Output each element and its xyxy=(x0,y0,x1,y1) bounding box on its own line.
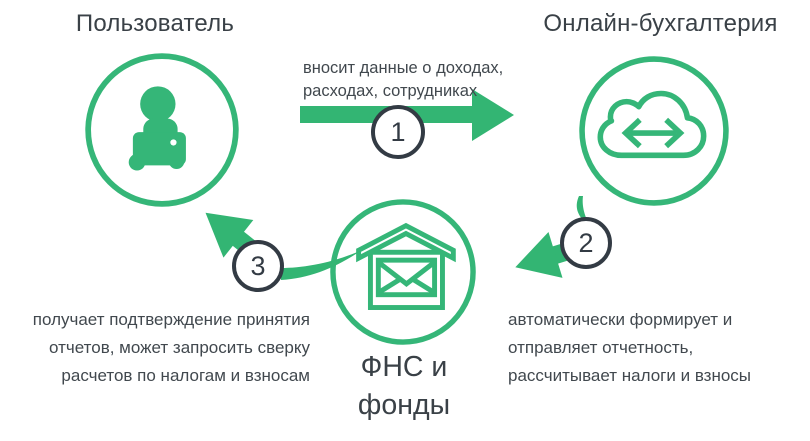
step3-caption-line3: расчетов по налогам и взносам xyxy=(61,366,310,385)
step1-caption-line1: вносит данные о доходах, xyxy=(303,59,504,77)
person-laptop-icon xyxy=(85,53,239,207)
step2-caption: автоматически формирует и отправляет отч… xyxy=(508,306,808,390)
step2-caption-line1: автоматически формирует и xyxy=(508,310,733,329)
step2-caption-line2: отправляет отчетность, xyxy=(508,338,694,357)
step2-number-badge: 2 xyxy=(560,217,612,269)
step1-caption-line2: расходах, сотрудниках xyxy=(303,82,478,100)
step1-number-badge: 1 xyxy=(371,105,425,159)
mail-house-icon xyxy=(330,199,476,345)
fns-node-label: ФНС и фонды xyxy=(328,348,480,424)
step2-number: 2 xyxy=(578,227,594,258)
step2-caption-line3: рассчитывает налоги и взносы xyxy=(508,366,752,385)
cloud-sync-icon xyxy=(579,56,729,206)
step3-caption-line2: отчетов, может запросить сверку xyxy=(49,338,310,357)
step3-number: 3 xyxy=(250,250,266,281)
fns-label-line1: ФНС xyxy=(360,351,424,383)
step3-number-badge: 3 xyxy=(232,240,284,292)
step3-caption: получает подтверждение принятия отчетов,… xyxy=(15,306,310,390)
accounting-node-title: Онлайн-бухгалтерия xyxy=(543,10,778,37)
step1-number: 1 xyxy=(390,116,406,147)
user-node-title: Пользователь xyxy=(75,10,235,37)
step1-caption: вносит данные о доходах, расходах, сотру… xyxy=(303,57,533,103)
arrow-step3 xyxy=(205,212,362,280)
step3-caption-line1: получает подтверждение принятия xyxy=(32,310,310,329)
fns-label-line2: и фонды xyxy=(357,351,451,421)
